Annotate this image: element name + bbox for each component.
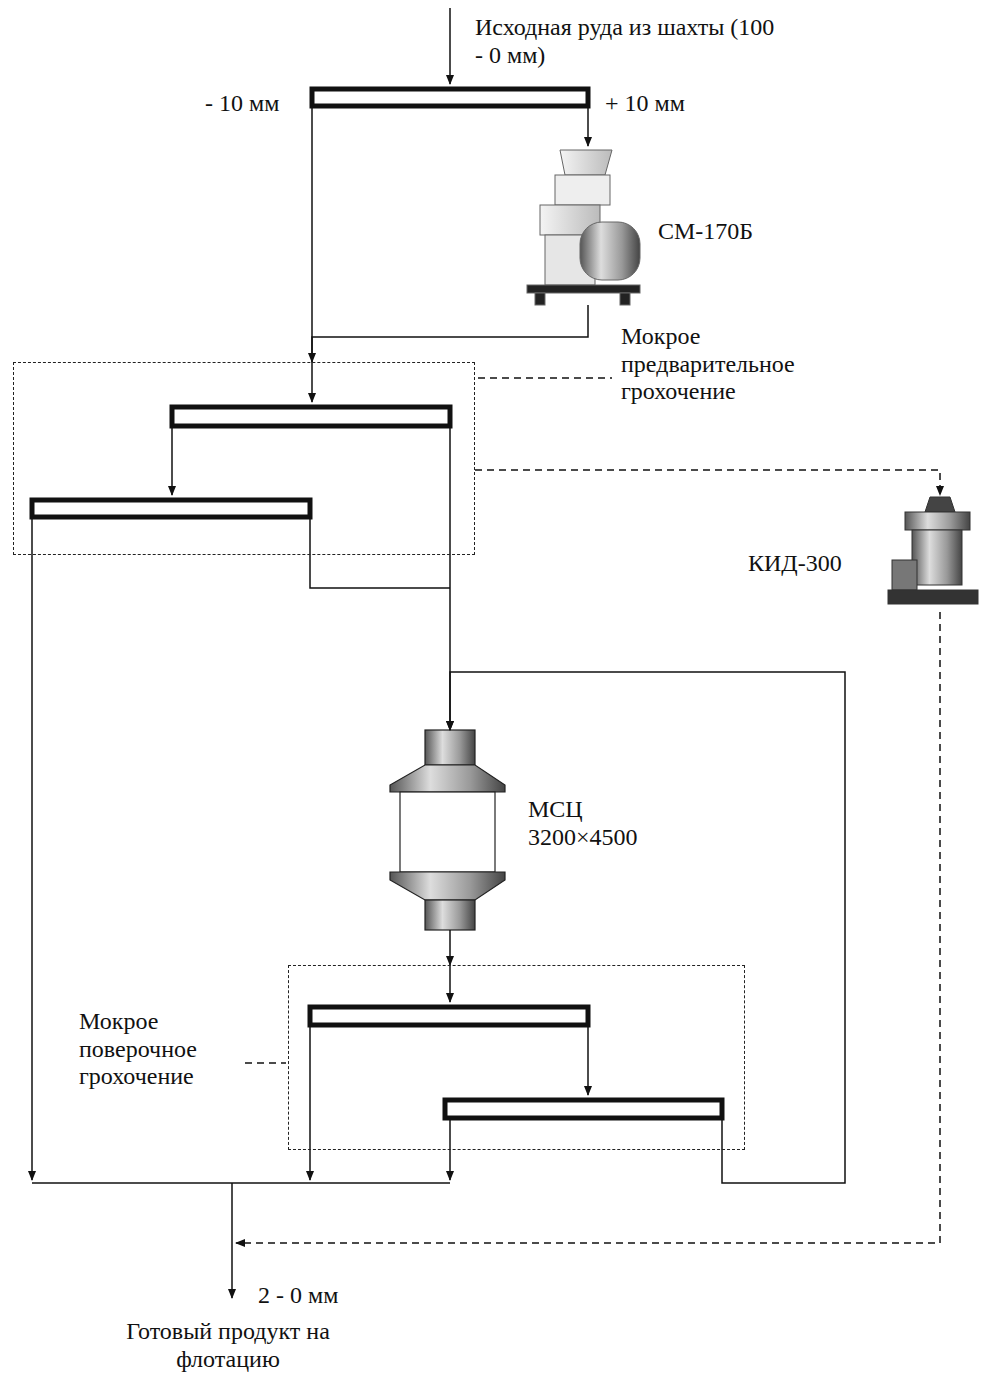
cone-crusher-picture [888,497,978,604]
screening-group: Мокрое предварительное грохочение [13,362,475,555]
equipment-box: СМ-170Б [527,150,640,305]
equipment-label: КИД-300 [748,550,842,578]
equipment-box: МСЦ 3200×4500 [388,730,505,930]
equipment-label: МСЦ 3200×4500 [528,796,678,851]
flow-label: - 10 мм [205,90,279,118]
flow-connector [449,930,451,965]
flow-connector [475,470,940,495]
flow-connector [312,305,588,362]
flow-label: Готовый продукт на флотацию [88,1318,368,1373]
flow-label: + 10 мм [605,90,685,118]
equipment-label: Мокрое поверочное грохочение [79,1008,239,1091]
flow-connector [450,672,845,1183]
mill-picture [390,730,505,930]
equipment-label: СМ-170Б [658,218,753,246]
screen-decks [32,89,722,1118]
flow-label: Исходная руда из шахты (100 - 0 мм) [475,14,775,69]
equipment-label: Мокрое предварительное грохочение [621,323,851,406]
flow-lines [32,8,940,1298]
crusher-picture [527,150,640,305]
flow-label: 2 - 0 мм [258,1282,338,1310]
equipment-box: КИД-300 [888,495,978,612]
screening-group: Мокрое поверочное грохочение [288,965,745,1150]
